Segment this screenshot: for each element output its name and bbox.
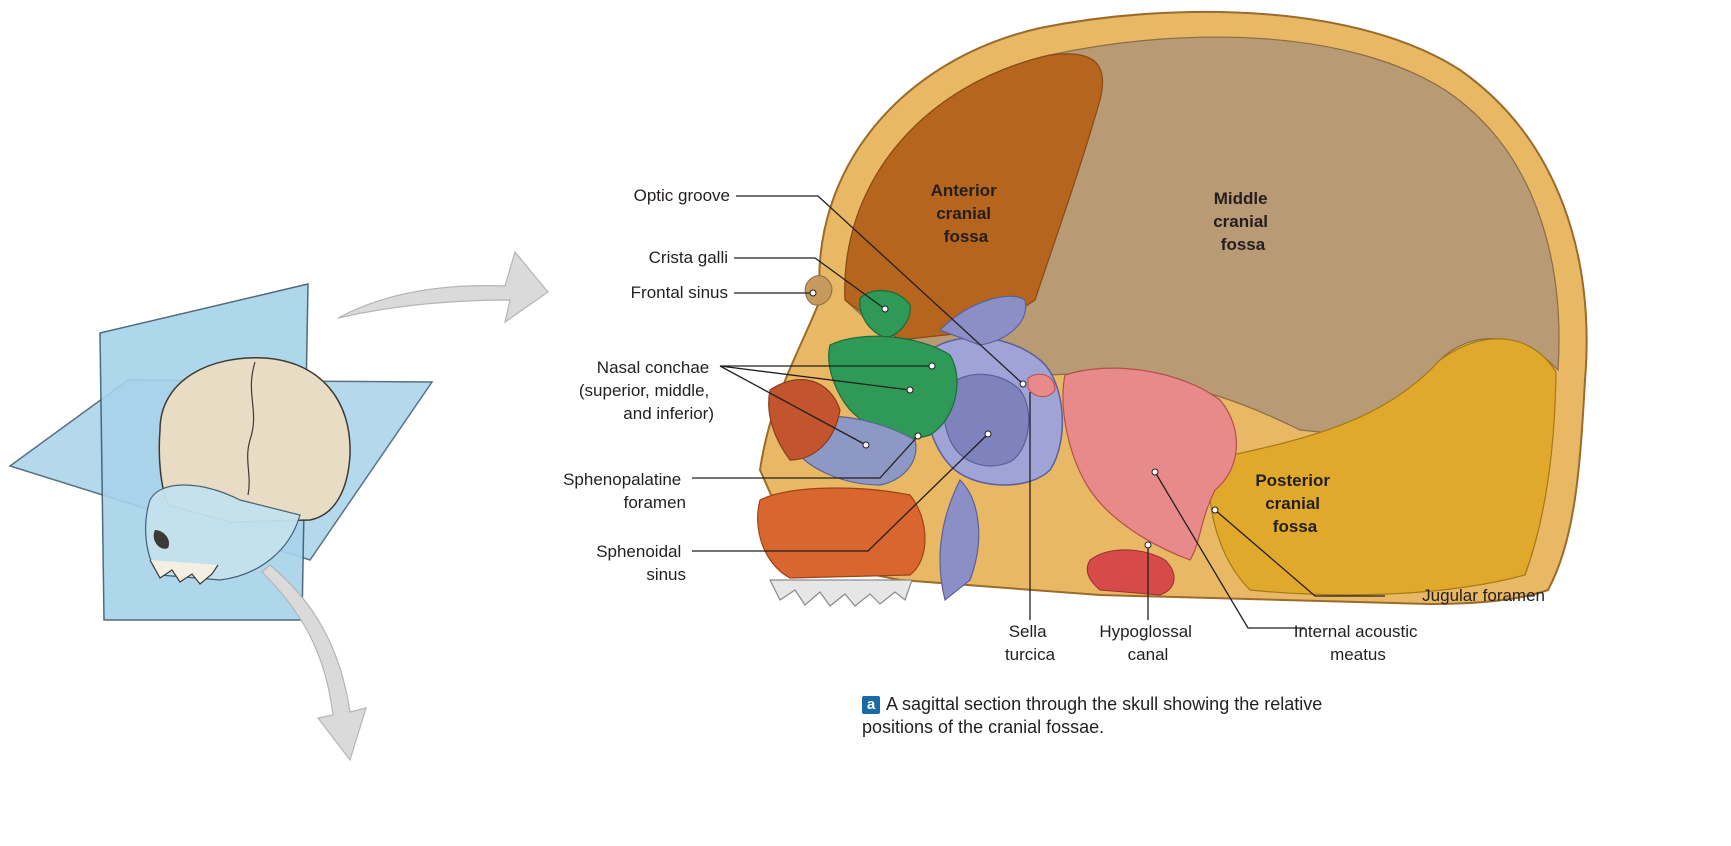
caption-badge: a <box>862 696 880 714</box>
sphenopalatine-foramen-label: Sphenopalatine foramen <box>563 470 686 512</box>
optic-groove-label: Optic groove <box>634 186 730 205</box>
jugular-foramen-label: Jugular foramen <box>1422 586 1545 605</box>
sella-turcica-label: Sella turcica <box>1005 622 1056 664</box>
hypoglossal-canal-label: Hypoglossal canal <box>1099 622 1196 664</box>
middle-cranial-fossa-label: Middle cranial fossa <box>1213 189 1273 254</box>
nasal-conchae-label: Nasal conchae (superior, middle, and inf… <box>579 358 714 423</box>
right-arrow <box>338 252 548 322</box>
maxilla-palate <box>758 488 925 578</box>
crista-galli-label: Crista galli <box>649 248 728 267</box>
sphenoidal-sinus-label: Sphenoidal sinus <box>596 542 686 584</box>
orientation-inset <box>10 284 432 620</box>
caption-text: A sagittal section through the skull sho… <box>862 694 1322 737</box>
frontal-sinus-label: Frontal sinus <box>631 283 728 302</box>
teeth <box>770 580 912 606</box>
internal-acoustic-meatus-label: Internal acoustic meatus <box>1294 622 1423 664</box>
